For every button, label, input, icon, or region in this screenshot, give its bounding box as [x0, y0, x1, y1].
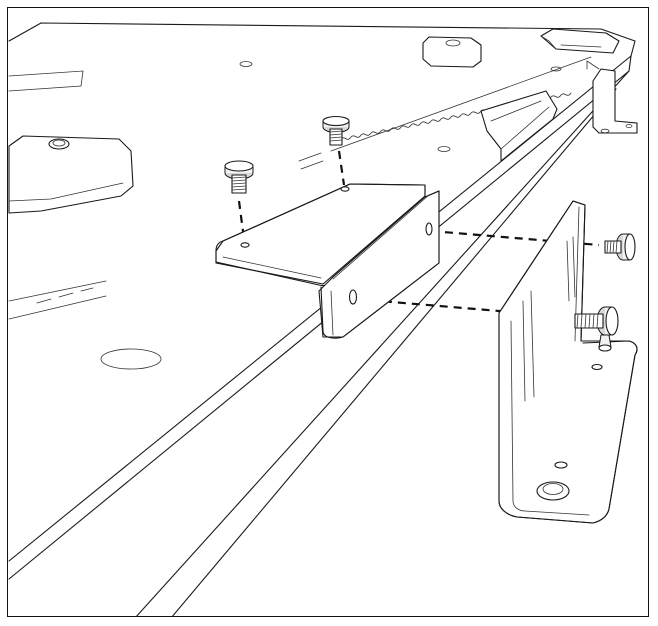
screw-icon — [224, 160, 254, 194]
screw-icon — [322, 115, 350, 146]
side-mounting-plate-icon — [498, 200, 638, 524]
l-bracket-icon — [215, 183, 440, 339]
guide-line-second-screw — [337, 150, 346, 186]
assembly-diagram — [8, 22, 638, 616]
screw-icon — [604, 233, 636, 261]
screw-icon — [574, 306, 619, 352]
guide-line-lower-horizontal — [355, 297, 572, 319]
diagram-frame — [7, 7, 649, 617]
